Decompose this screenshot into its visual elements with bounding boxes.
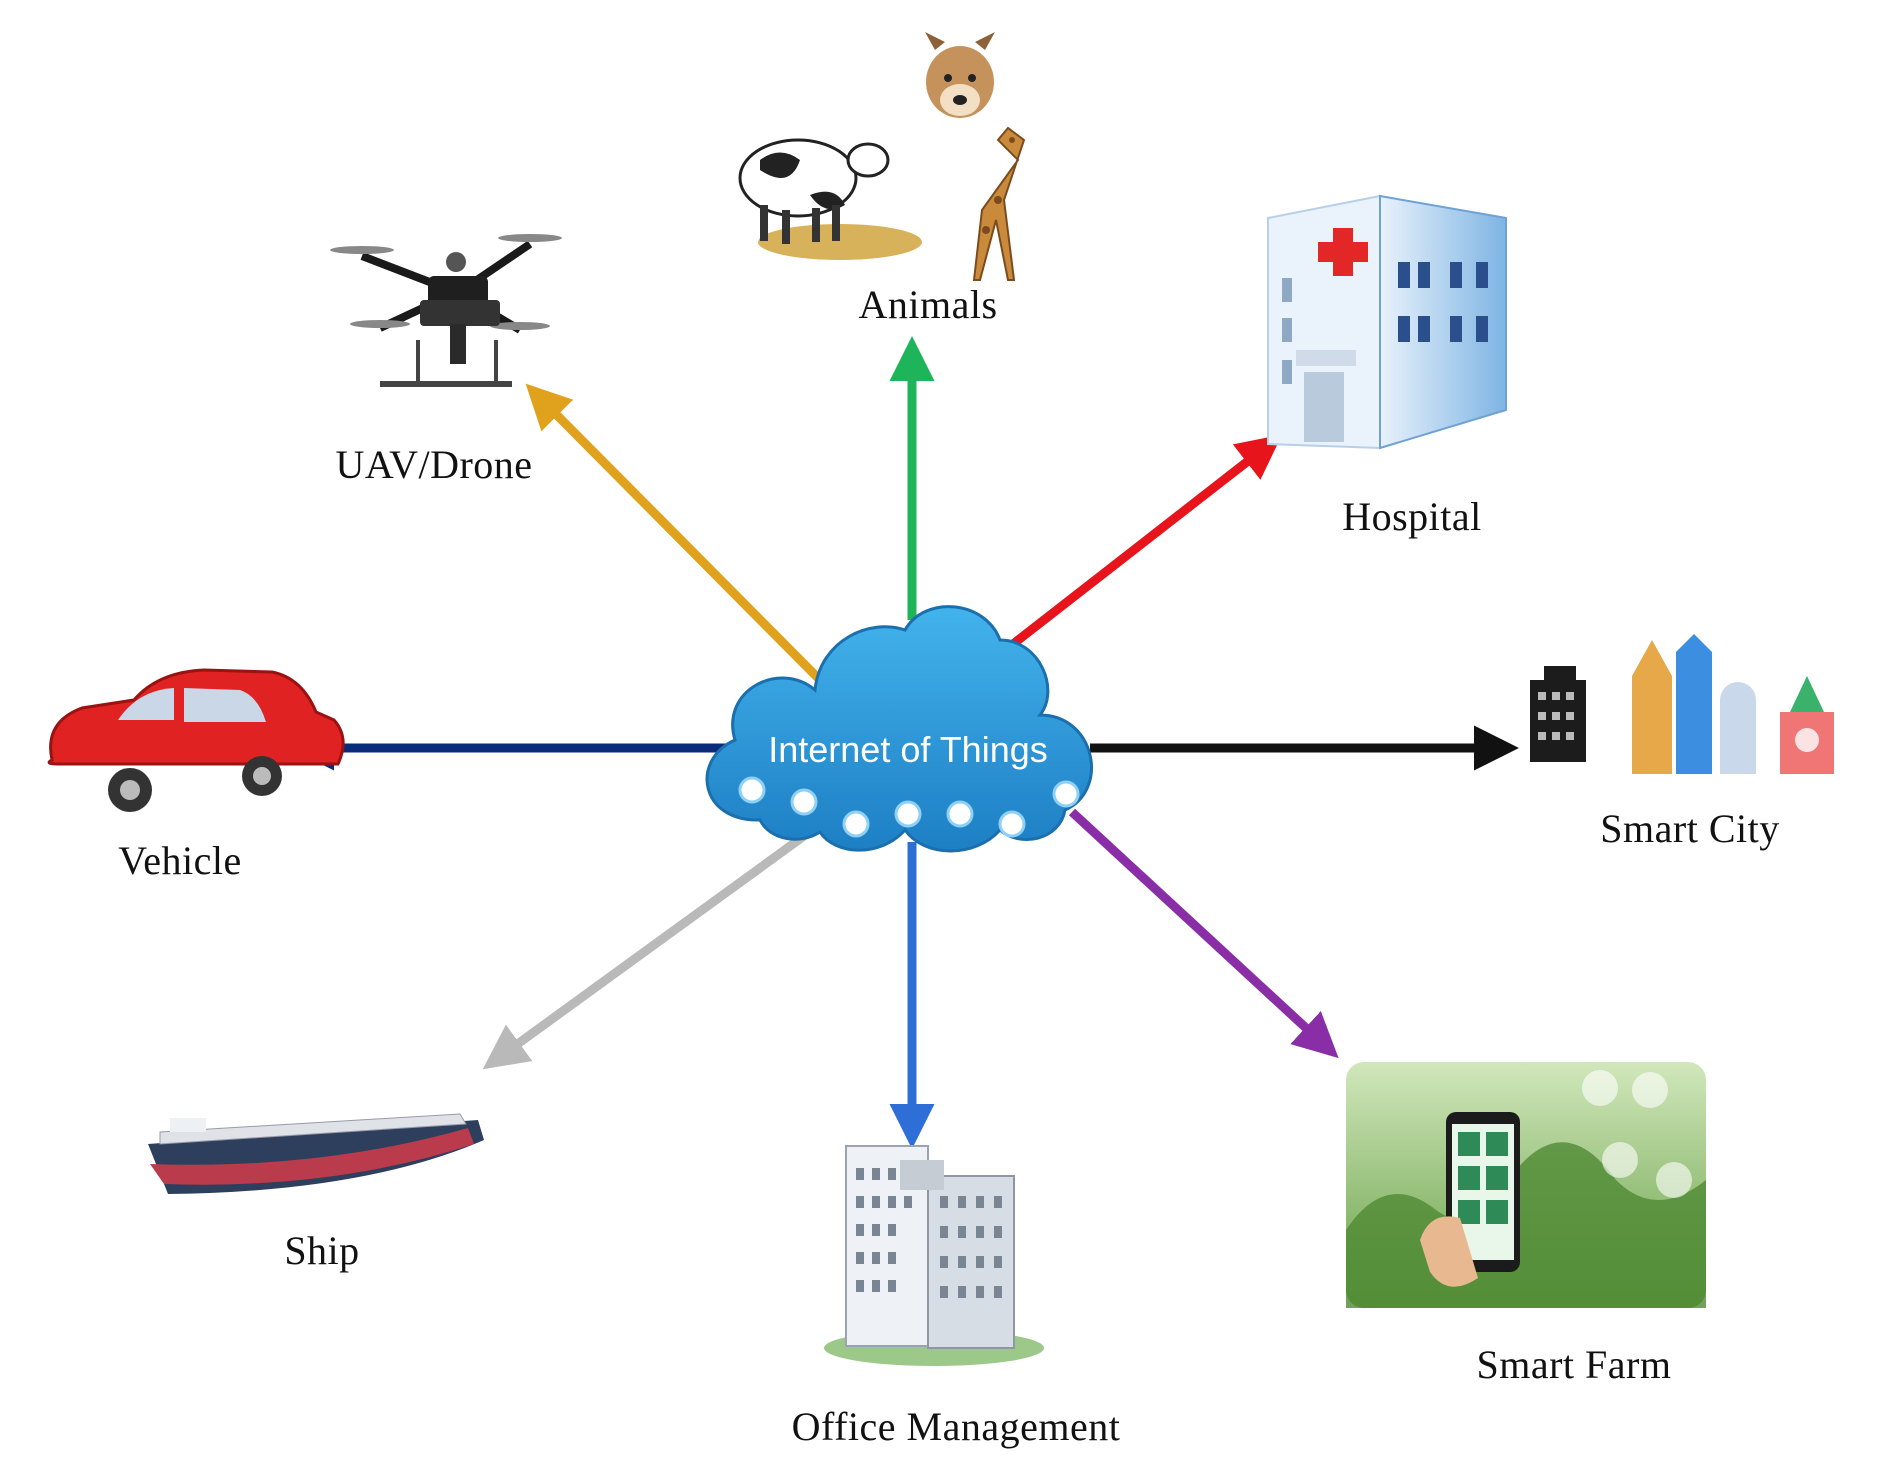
hub-icon-row bbox=[738, 776, 1080, 838]
office-building-icon bbox=[824, 1145, 1044, 1366]
arrow-hospital bbox=[987, 434, 1283, 666]
hub-label: Internet of Things bbox=[768, 729, 1048, 770]
animals-icon bbox=[738, 32, 1026, 281]
vehicle-label: Vehicle bbox=[118, 838, 241, 883]
smart-farm-label: Smart Farm bbox=[1477, 1342, 1672, 1387]
hospital-icon bbox=[1267, 194, 1507, 450]
car-icon bbox=[47, 668, 345, 812]
share-icon bbox=[894, 800, 922, 828]
arrow-ship bbox=[482, 824, 818, 1070]
ship-icon bbox=[148, 1113, 484, 1194]
cloud-icon bbox=[1052, 780, 1080, 808]
lock-icon bbox=[998, 810, 1026, 838]
cart-icon bbox=[946, 800, 974, 828]
arrow-smart-farm bbox=[1068, 808, 1339, 1059]
smart-city-label: Smart City bbox=[1600, 806, 1779, 851]
gear-icon bbox=[790, 788, 818, 816]
arrow-uav-drone bbox=[525, 383, 826, 686]
ship-label: Ship bbox=[284, 1228, 359, 1273]
hospital-label: Hospital bbox=[1342, 494, 1482, 539]
smart-farm-icon bbox=[1346, 1062, 1706, 1308]
home-icon bbox=[842, 810, 870, 838]
iot-cloud-hub: Internet of Things bbox=[705, 605, 1093, 853]
uav-drone-label: UAV/Drone bbox=[335, 442, 532, 487]
globe-icon bbox=[738, 776, 766, 804]
animals-label: Animals bbox=[858, 282, 997, 327]
office-management-label: Office Management bbox=[792, 1404, 1121, 1449]
drone-icon bbox=[330, 234, 562, 387]
city-icon bbox=[1530, 634, 1834, 774]
